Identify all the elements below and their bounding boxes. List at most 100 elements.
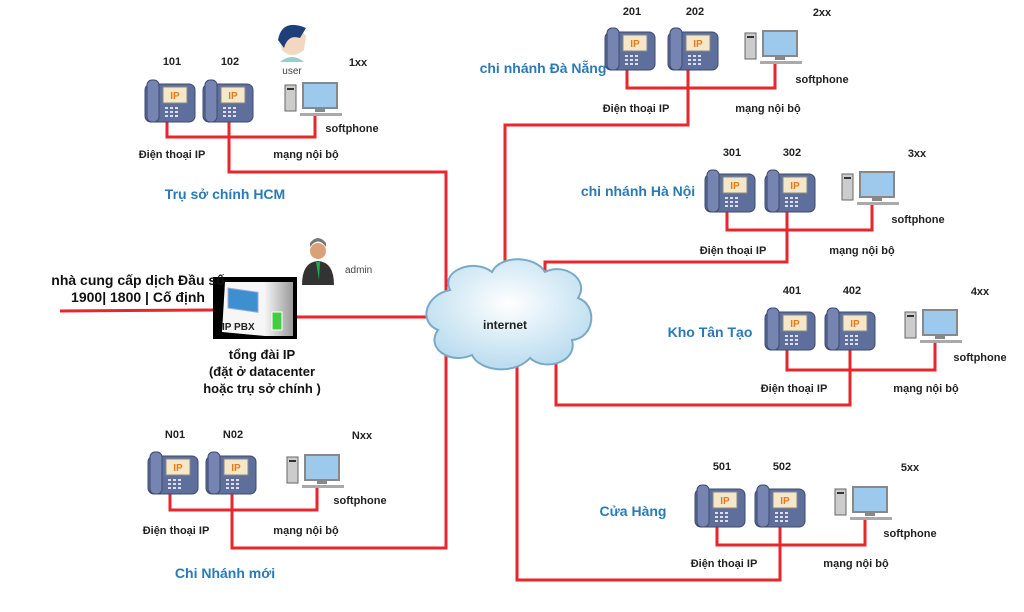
ip-phone-caption: Điện thoại IP	[700, 245, 767, 257]
pbx-caption-1: tổng đài IP	[229, 347, 296, 362]
pbx-caption-2: (đặt ở datacenter	[209, 364, 315, 379]
site-uplink-wire	[227, 120, 448, 300]
extension-label: 402	[843, 285, 861, 297]
provider-line-2: 1900| 1800 | Cố định	[71, 289, 205, 305]
softphone-pc[interactable]	[286, 454, 344, 488]
extension-range-label: 2xx	[813, 7, 832, 19]
phone-screen-label: IP	[228, 91, 238, 102]
softphone-pc[interactable]	[284, 82, 342, 116]
lan-caption: mạng nội bộ	[273, 525, 339, 537]
extension-range-label: 1xx	[349, 57, 368, 69]
site-uplink-wire	[503, 70, 690, 290]
softphone-pc[interactable]	[744, 30, 802, 64]
site-uplink-wire	[230, 345, 448, 550]
site-title: chi nhánh Đà Nẵng	[480, 59, 607, 76]
lan-wire	[165, 116, 317, 139]
extension-label: 401	[783, 285, 801, 297]
softphone-pc[interactable]	[904, 309, 962, 343]
site-title: Chi Nhánh mới	[175, 565, 275, 581]
phone-screen-label: IP	[170, 91, 180, 102]
ip-phone-caption: Điện thoại IP	[761, 383, 828, 395]
phone-screen-label: IP	[173, 463, 183, 474]
softphone-label: softphone	[795, 74, 848, 86]
ip-phone[interactable]: IP	[754, 484, 806, 528]
phone-screen-label: IP	[720, 496, 730, 507]
ip-phone[interactable]: IP	[824, 307, 876, 351]
extension-label: N01	[165, 429, 185, 441]
extension-range-label: 3xx	[908, 148, 927, 160]
phone-screen-label: IP	[730, 181, 740, 192]
extension-label: 301	[723, 147, 741, 159]
pbx-box-label: IP PBX	[222, 322, 255, 333]
ip-phone[interactable]: IP	[205, 451, 257, 495]
lan-caption: mạng nội bộ	[829, 245, 895, 257]
softphone-pc[interactable]	[841, 171, 899, 205]
lan-caption: mạng nội bộ	[735, 103, 801, 115]
lan-caption: mạng nội bộ	[823, 558, 889, 570]
phone-screen-label: IP	[790, 181, 800, 192]
user-label: user	[282, 66, 302, 77]
extension-label: N02	[223, 429, 243, 441]
phone-screen-label: IP	[693, 39, 703, 50]
ip-phone[interactable]: IP	[667, 27, 719, 71]
ip-phone[interactable]: IP	[764, 169, 816, 213]
site-title: chi nhánh Hà Nội	[581, 183, 695, 199]
site-title: Trụ sở chính HCM	[165, 186, 285, 202]
site-title: Cửa Hàng	[600, 503, 667, 519]
provider-line-1: nhà cung cấp dịch Đầu số	[51, 272, 225, 288]
ip-phone[interactable]: IP	[694, 484, 746, 528]
extension-label: 101	[163, 56, 181, 68]
ip-phone[interactable]: IP	[764, 307, 816, 351]
softphone-label: softphone	[953, 352, 1006, 364]
softphone-label: softphone	[325, 123, 378, 135]
ip-pbx-server: IP PBX	[213, 277, 297, 339]
lan-wire	[785, 343, 937, 372]
internet-cloud: internet	[425, 258, 593, 371]
extension-label: 502	[773, 461, 791, 473]
extension-label: 501	[713, 461, 731, 473]
softphone-label: softphone	[333, 495, 386, 507]
pbx-caption-3: hoặc trụ sở chính )	[203, 381, 321, 396]
user-icon	[278, 24, 306, 62]
extension-range-label: 5xx	[901, 462, 920, 474]
site-uplink-wire	[515, 362, 782, 582]
internet-label: internet	[483, 318, 527, 332]
admin-label: admin	[345, 265, 372, 276]
ip-phone-caption: Điện thoại IP	[143, 525, 210, 537]
ip-phone[interactable]: IP	[144, 79, 196, 123]
softphone-label: softphone	[883, 528, 936, 540]
softphone-pc[interactable]	[834, 486, 892, 520]
phone-screen-label: IP	[231, 463, 241, 474]
extension-label: 202	[686, 6, 704, 18]
phone-screen-label: IP	[780, 496, 790, 507]
extension-range-label: Nxx	[352, 430, 373, 442]
admin-icon	[302, 238, 334, 285]
extension-range-label: 4xx	[971, 286, 990, 298]
wires	[59, 64, 937, 582]
lan-caption: mạng nội bộ	[273, 149, 339, 161]
ip-phone-caption: Điện thoại IP	[691, 558, 758, 570]
lan-caption: mạng nội bộ	[893, 383, 959, 395]
phone-screen-label: IP	[850, 319, 860, 330]
ip-phone[interactable]: IP	[704, 169, 756, 213]
phone-screen-label: IP	[630, 39, 640, 50]
ip-phone[interactable]: IP	[202, 79, 254, 123]
lan-wire	[168, 488, 319, 512]
lan-wire	[625, 64, 777, 90]
lan-wire	[715, 520, 867, 547]
ip-phone-caption: Điện thoại IP	[139, 149, 206, 161]
extension-label: 102	[221, 56, 239, 68]
ip-phone[interactable]: IP	[147, 451, 199, 495]
extension-label: 302	[783, 147, 801, 159]
softphone-label: softphone	[891, 214, 944, 226]
ip-phone[interactable]: IP	[604, 27, 656, 71]
lan-wire	[725, 205, 874, 232]
site-title: Kho Tân Tạo	[668, 324, 753, 340]
extension-label: 201	[623, 6, 641, 18]
